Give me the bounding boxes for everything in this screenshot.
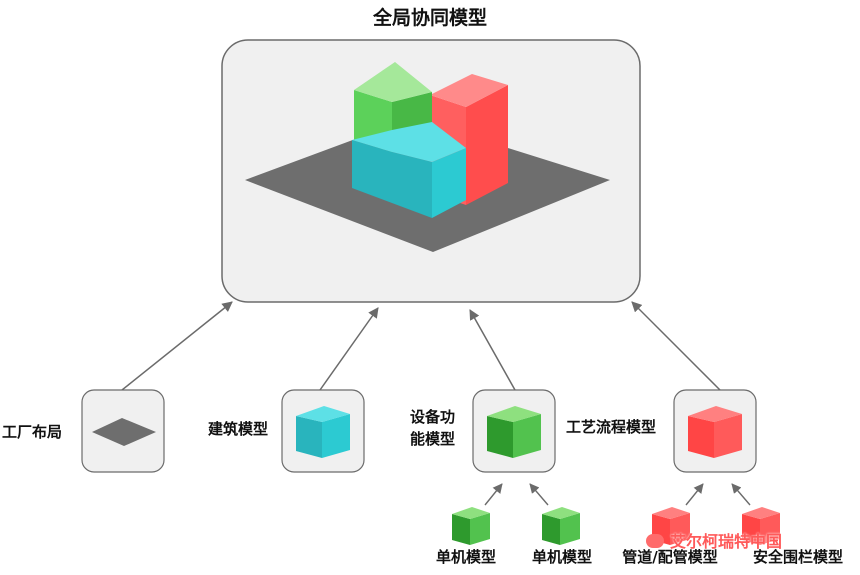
module-label-process-flow: 工艺流程模型 (566, 418, 657, 436)
watermark: 艾尔柯瑞特中国 (646, 528, 782, 552)
page-title: 全局协同模型 (372, 7, 488, 29)
cyan-block-top (352, 122, 466, 162)
green-block-top (354, 62, 432, 102)
cyan-block-side (432, 148, 466, 218)
red-block-top (430, 74, 508, 107)
module-label-factory-layout: 工厂布局 (2, 423, 63, 441)
submodel-label-piping: 管道/配管模型 (622, 548, 718, 566)
arrow-guardrail-to-process (731, 483, 751, 506)
red-block-side (466, 85, 508, 205)
green-cube-icon (487, 406, 541, 458)
module-label-building: 建筑模型 (208, 420, 269, 438)
submodel-label-single-1: 单机模型 (435, 548, 497, 566)
wechat-icon (646, 534, 664, 548)
arrow-process-to-global (631, 301, 721, 391)
watermark-text: 艾尔柯瑞特中国 (670, 532, 783, 551)
red-cube-icon (742, 507, 780, 545)
arrow-equipment-to-global (469, 309, 516, 391)
arrow-building-to-global (319, 307, 379, 391)
red-cube-icon (688, 406, 742, 458)
arrow-piping-to-process (685, 483, 704, 506)
submodel-label-guardrail: 安全围栏模型 (752, 548, 844, 566)
green-cube-icon (542, 507, 580, 545)
arrow-factory-to-global (121, 301, 233, 391)
cyan-cube-icon (296, 406, 350, 458)
arrow-single2-to-equipment (529, 483, 549, 506)
floor-plane-icon (92, 418, 156, 446)
main-cube-cluster (352, 62, 508, 218)
submodel-label-single-2: 单机模型 (531, 548, 593, 566)
cyan-block-front (352, 140, 432, 218)
green-cube-icon (452, 507, 490, 545)
arrow-single1-to-equipment (484, 483, 503, 506)
module-label-equipment-line2: 能模型 (410, 430, 456, 448)
module-label-equipment-line1: 设备功 (410, 408, 456, 426)
